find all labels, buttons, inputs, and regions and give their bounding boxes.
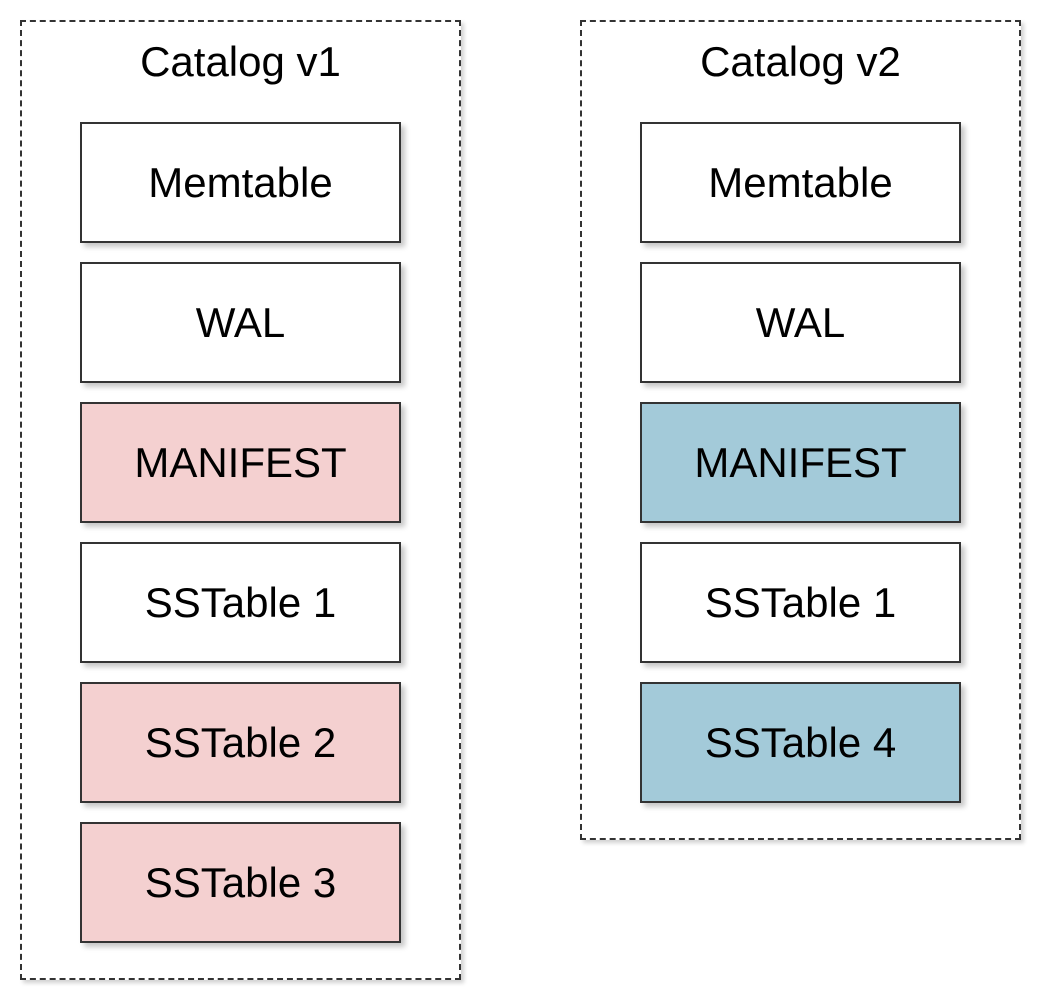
catalog-v2-container: Catalog v2 Memtable WAL MANIFEST SSTable… <box>580 20 1021 840</box>
catalog-v1-sstable-1-block: SSTable 1 <box>80 542 401 663</box>
catalog-v2-sstable-4-block: SSTable 4 <box>640 682 961 803</box>
catalog-v1-sstable-3-block: SSTable 3 <box>80 822 401 943</box>
catalog-v2-memtable-block: Memtable <box>640 122 961 243</box>
catalog-v1-title: Catalog v1 <box>140 38 341 85</box>
catalog-v2-wal-block: WAL <box>640 262 961 383</box>
catalog-v2-manifest-block: MANIFEST <box>640 402 961 523</box>
catalog-v1-wal-block: WAL <box>80 262 401 383</box>
catalog-v1-memtable-block: Memtable <box>80 122 401 243</box>
catalog-v2-title: Catalog v2 <box>700 38 901 85</box>
catalog-v1-sstable-2-block: SSTable 2 <box>80 682 401 803</box>
catalog-v2-sstable-1-block: SSTable 1 <box>640 542 961 663</box>
catalog-v1-manifest-block: MANIFEST <box>80 402 401 523</box>
catalog-v1-container: Catalog v1 Memtable WAL MANIFEST SSTable… <box>20 20 461 980</box>
